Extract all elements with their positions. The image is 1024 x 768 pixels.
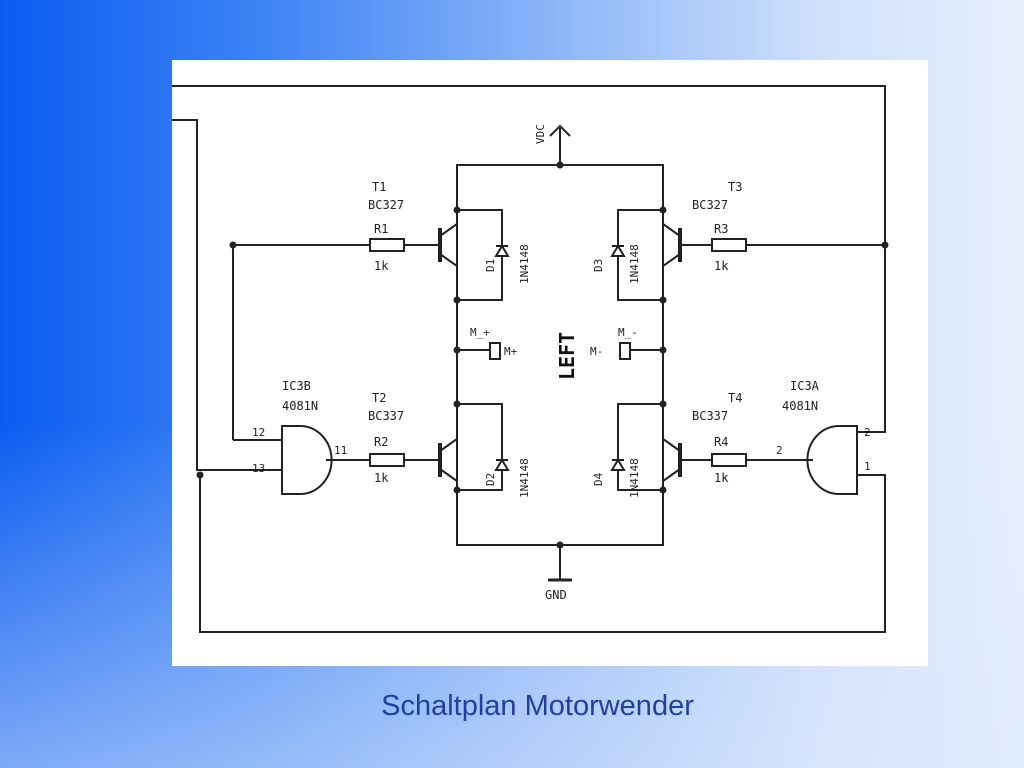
t3-type: BC327 [692, 198, 728, 212]
motor-right-label: M- [590, 345, 603, 358]
circuit-diagram: VDC GND LEFT T1 BC327 R1 1k T3 BC327 R3 … [172, 85, 889, 633]
r2-value: 1k [374, 471, 389, 485]
r3-value: 1k [714, 259, 729, 273]
d4-type: 1N4148 [628, 458, 641, 498]
outer-wires [172, 85, 886, 633]
d1-type: 1N4148 [518, 244, 531, 284]
r1-value: 1k [374, 259, 389, 273]
ic3a-pin-out: 2 [776, 444, 783, 457]
schematic-image: VDC GND LEFT T1 BC327 R1 1k T3 BC327 R3 … [172, 60, 928, 666]
diode-d3 [610, 244, 626, 257]
d3-name: D3 [592, 259, 605, 272]
gate-ic3a [806, 425, 858, 495]
motor-left-small-label: M_+ [470, 326, 490, 339]
r4-value: 1k [714, 471, 729, 485]
ic3b-name: IC3B [282, 379, 311, 393]
t2-type: BC337 [368, 409, 404, 423]
ic3b-pin-a: 12 [252, 426, 265, 439]
motor-terminal-plus [489, 342, 501, 360]
resistor-r4 [711, 453, 747, 467]
r2-name: R2 [374, 435, 388, 449]
d2-type: 1N4148 [518, 458, 531, 498]
resistor-r2 [369, 453, 405, 467]
upper-stage [233, 209, 885, 301]
motor-terminals [457, 342, 663, 360]
diode-d1 [494, 244, 510, 257]
ic3a-type: 4081N [782, 399, 818, 413]
d3-type: 1N4148 [628, 244, 641, 284]
t4-name: T4 [728, 391, 742, 405]
junction-dots [196, 161, 889, 549]
resistor-r3 [711, 238, 747, 252]
lower-stage [281, 403, 858, 495]
vdc-label: VDC [534, 124, 547, 144]
ic3a-name: IC3A [790, 379, 820, 393]
t4-type: BC337 [692, 409, 728, 423]
d4-name: D4 [592, 472, 605, 486]
ic3b-type: 4081N [282, 399, 318, 413]
d1-name: D1 [484, 259, 497, 272]
t3-name: T3 [728, 180, 742, 194]
slide-caption: Schaltplan Motorwender [381, 690, 694, 722]
t1-name: T1 [372, 180, 386, 194]
direction-label: LEFT [555, 332, 579, 380]
resistor-r1 [369, 238, 405, 252]
t1-type: BC327 [368, 198, 404, 212]
ic3a-pin-a: 2 [864, 426, 871, 439]
gnd-label: GND [545, 588, 567, 602]
ic3a-pin-b: 1 [864, 460, 871, 473]
motor-right-small-label: M_- [618, 326, 638, 339]
motor-terminal-minus [619, 342, 631, 360]
r3-name: R3 [714, 222, 728, 236]
gate-ic3b [281, 425, 333, 495]
d2-name: D2 [484, 473, 497, 486]
ic3b-pin-out: 11 [334, 444, 347, 457]
diode-d2 [494, 458, 510, 471]
diode-d4 [610, 458, 626, 471]
t2-name: T2 [372, 391, 386, 405]
r1-name: R1 [374, 222, 388, 236]
ic3b-pin-b: 13 [252, 462, 265, 475]
motor-left-label: M+ [504, 345, 518, 358]
r4-name: R4 [714, 435, 728, 449]
